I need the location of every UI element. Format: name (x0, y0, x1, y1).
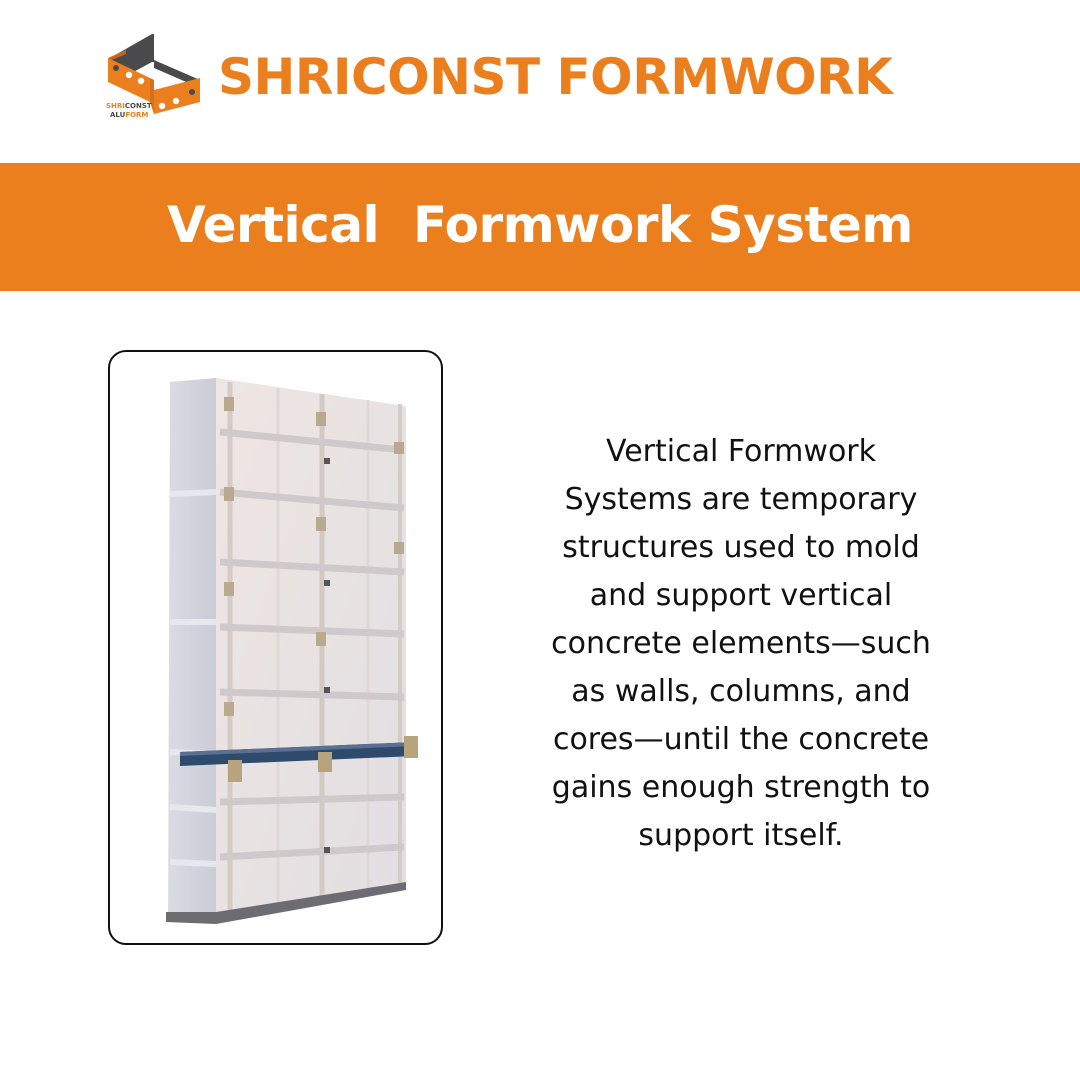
description-line: as walls, columns, and (571, 674, 911, 709)
isometric-box-logo-icon: SHRICONST ALUFORM (106, 34, 200, 119)
svg-text:ALUFORM: ALUFORM (110, 111, 148, 119)
description-text: Vertical Formwork Systems are temporary … (505, 428, 977, 860)
description-line: gains enough strength to (551, 770, 931, 805)
page-title: Vertical Formwork System (167, 196, 913, 254)
description-line: support itself. (638, 818, 844, 853)
description-line: structures used to mold (562, 530, 920, 565)
product-image-card (108, 350, 443, 945)
description-line: and support vertical (589, 578, 893, 613)
svg-text:SHRICONST: SHRICONST (106, 102, 152, 110)
brand-logo: SHRICONST ALUFORM (104, 28, 204, 123)
description-line: Systems are temporary (564, 482, 918, 517)
title-banner: Vertical Formwork System (0, 163, 1080, 291)
brand-title: SHRICONST FORMWORK (218, 48, 893, 106)
description-line: Vertical Formwork (606, 434, 876, 469)
description-line: cores—until the concrete (552, 722, 930, 757)
description-line: concrete elements—such (551, 626, 931, 661)
formwork-panel-image (166, 378, 418, 924)
